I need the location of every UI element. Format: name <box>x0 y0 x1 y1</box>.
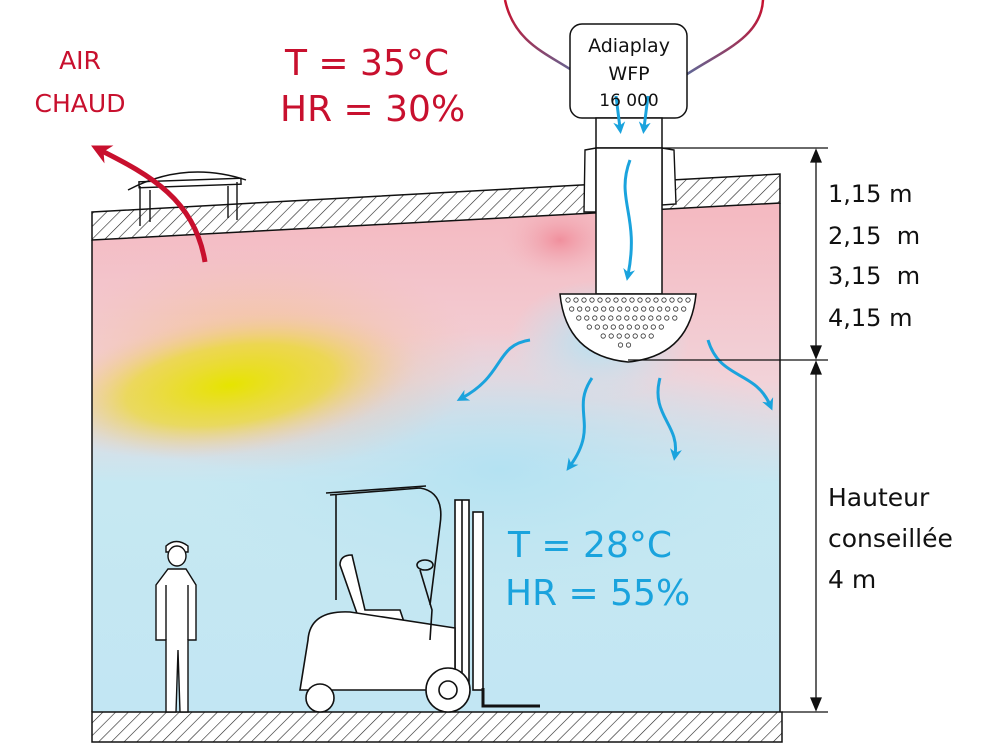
diffuser-hole <box>640 315 646 321</box>
height-option-1: 1,15 m <box>828 180 912 208</box>
height-option-3: 3,15 m <box>828 262 920 290</box>
diffuser-hole <box>589 297 595 303</box>
diffuser-hole <box>648 315 654 321</box>
hot-air-arrow <box>91 145 208 263</box>
worker-figure <box>155 540 197 713</box>
diffuser-hole <box>569 306 575 312</box>
unit-name-line2: WFP <box>608 63 649 85</box>
diffuser-hole <box>585 306 591 312</box>
diffuser-hole <box>632 315 638 321</box>
diffuser-hole <box>665 306 671 312</box>
diffuser-hole <box>597 297 603 303</box>
diffuser-hole <box>641 306 647 312</box>
diffuser-perforations <box>565 297 691 348</box>
outside-temperature: T = 35°C <box>284 43 449 84</box>
diffuser-hole <box>605 297 611 303</box>
diffuser-hole <box>610 324 616 330</box>
floor <box>91 711 783 743</box>
height-option-4: 4,15 m <box>828 304 912 332</box>
diffuser-hole <box>600 333 606 339</box>
diffuser-hole <box>616 333 622 339</box>
height-option-2: 2,15 m <box>828 222 920 250</box>
diffuser-hole <box>672 315 678 321</box>
recommended-height-line2: conseillée <box>828 524 953 553</box>
diffuser-hole <box>677 297 683 303</box>
diffuser-hole <box>625 306 631 312</box>
diffuser-hole <box>629 297 635 303</box>
diffuser-hole <box>577 306 583 312</box>
intake-blue-left <box>613 95 626 134</box>
diffuser-hole <box>634 324 640 330</box>
temperature-field <box>92 203 780 712</box>
diffuser-hole <box>573 297 579 303</box>
diffuser-hole <box>601 306 607 312</box>
diffuser-hole <box>640 333 646 339</box>
diffuser-hole <box>600 315 606 321</box>
forklift <box>299 485 540 713</box>
recommended-height-line3: 4 m <box>828 565 876 594</box>
diffuser-hole <box>633 306 639 312</box>
duct-airflow-arrow <box>623 159 636 281</box>
diffuser-hole <box>593 306 599 312</box>
diffuser-hole <box>617 342 624 348</box>
diffuser-hole <box>673 306 679 312</box>
diffuser-hole <box>608 333 614 339</box>
diffuser-hole <box>650 324 656 330</box>
diffuser-hole <box>626 324 632 330</box>
diffuser-hole <box>565 297 571 303</box>
diffuser-hole <box>624 333 630 339</box>
hot-air-label-line2: CHAUD <box>35 89 126 118</box>
diffuser-hole <box>661 297 667 303</box>
outside-humidity: HR = 30% <box>280 89 465 130</box>
dimension-lines <box>628 147 828 713</box>
inside-humidity: HR = 55% <box>505 573 690 614</box>
diffuser-hole <box>653 297 659 303</box>
diffuser-hole <box>642 324 648 330</box>
roof-vent <box>127 171 247 226</box>
diffuser-hole <box>616 315 622 321</box>
diffuser-hole <box>649 306 655 312</box>
diffuser-hole <box>581 297 587 303</box>
diffuser-hole <box>658 324 664 330</box>
recommended-height-line1: Hauteur <box>828 483 930 512</box>
diffuser-hole <box>613 297 619 303</box>
diffuser-hole <box>586 324 592 330</box>
diffuser-hole <box>602 324 608 330</box>
diffuser-hole <box>617 306 623 312</box>
diffuser-hole <box>656 315 662 321</box>
diffuser-hole <box>645 297 651 303</box>
diffuser-hole <box>576 315 582 321</box>
diffuser-hole <box>648 333 654 339</box>
diffuser-hole <box>669 297 675 303</box>
diffuser-hole <box>618 324 624 330</box>
diffuser-hole <box>637 297 643 303</box>
diffuser-hole <box>685 297 691 303</box>
hot-air-label-line1: AIR <box>59 46 101 75</box>
diffuser-hole <box>632 333 638 339</box>
diffuser-hole <box>609 306 615 312</box>
diffuser-hole <box>621 297 627 303</box>
cooler-unit <box>559 23 697 363</box>
diffuser-hole <box>681 306 687 312</box>
diffuser-hole <box>592 315 598 321</box>
unit-name-line3: 16 000 <box>599 91 658 111</box>
diffuser-hole <box>608 315 614 321</box>
diffuser-hole <box>664 315 670 321</box>
unit-name-line1: Adiaplay <box>588 35 670 57</box>
diffuser-hole <box>657 306 663 312</box>
diffuser-hole <box>594 324 600 330</box>
diffuser-hole <box>584 315 590 321</box>
diffuser-hole <box>625 342 632 348</box>
inside-temperature: T = 28°C <box>507 525 672 566</box>
building-outline <box>91 203 781 712</box>
cool-air-arrows <box>456 338 774 471</box>
diffuser-hole <box>624 315 630 321</box>
intake-blue-right <box>638 95 651 134</box>
